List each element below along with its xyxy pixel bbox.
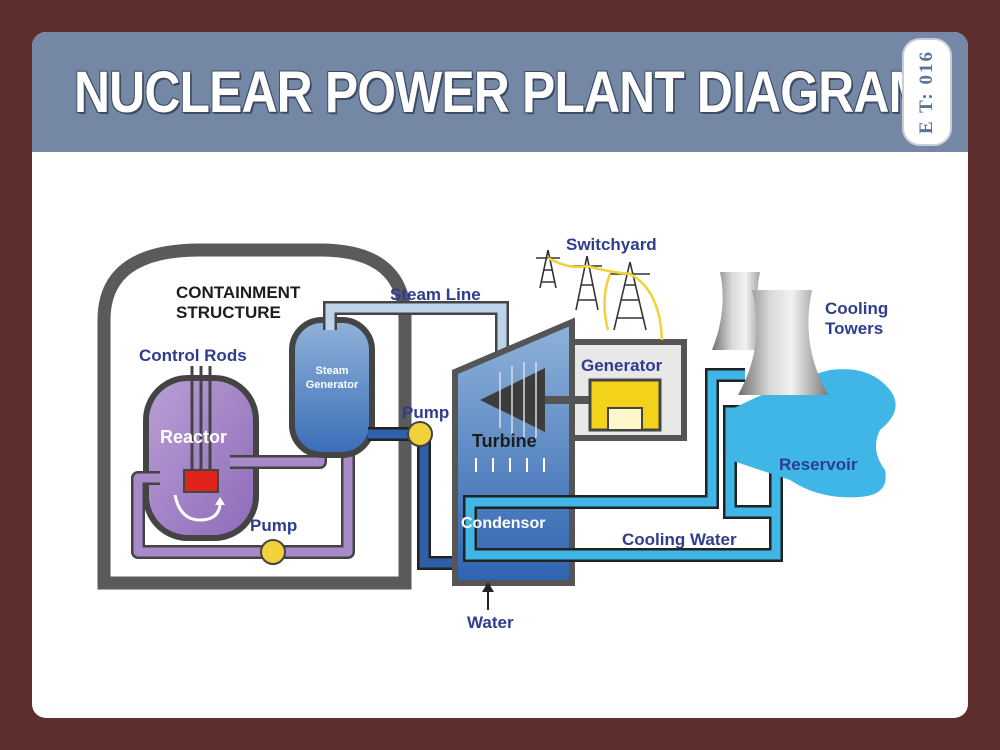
steam-flow-arrows-icon: [475, 458, 545, 472]
control-rods-label: Control Rods: [139, 346, 247, 365]
turbine-blades-icon: [480, 362, 545, 438]
reservoir: [730, 369, 896, 498]
containment-label: CONTAINMENT: [176, 283, 301, 302]
cooling-tower-front: [738, 290, 828, 395]
header-bar: NUCLEAR POWER PLANT DIAGRAM E T: 016: [32, 32, 968, 152]
control-rods-icon: [190, 366, 212, 480]
cooling-towers-label: Cooling: [825, 299, 888, 318]
generator-label: Generator: [581, 356, 663, 375]
water-label: Water: [467, 613, 514, 632]
cooling-water-label: Cooling Water: [622, 530, 737, 549]
steam-line-label: Steam Line: [390, 285, 481, 304]
steam-generator-label-2: Generator: [306, 379, 359, 391]
primary-pump-icon: [260, 539, 286, 565]
cooling-towers-label-2: Towers: [825, 319, 883, 338]
secondary-pump-icon: [407, 421, 433, 447]
steam-line-pipe: [323, 301, 509, 358]
code-tab: E T: 016: [902, 38, 952, 146]
reservoir-label: Reservoir: [779, 455, 858, 474]
reactor-core-icon: [183, 469, 219, 493]
pump-primary-label: Pump: [250, 516, 297, 535]
pump-secondary-label: Pump: [402, 403, 449, 422]
steam-generator-label: Steam: [315, 365, 348, 377]
turbine-label: Turbine: [472, 431, 537, 451]
water-inlet-arrow-icon: [482, 582, 494, 610]
reactor-flow-arrow-icon: [173, 494, 222, 522]
switchyard-label: Switchyard: [566, 235, 657, 254]
condensor-label: Condensor: [461, 515, 545, 532]
reactor-label: Reactor: [160, 427, 227, 447]
switchyard-pylons-icon: [536, 249, 664, 341]
containment-label-2: STRUCTURE: [176, 303, 281, 322]
feedwater-loop: [368, 427, 466, 570]
